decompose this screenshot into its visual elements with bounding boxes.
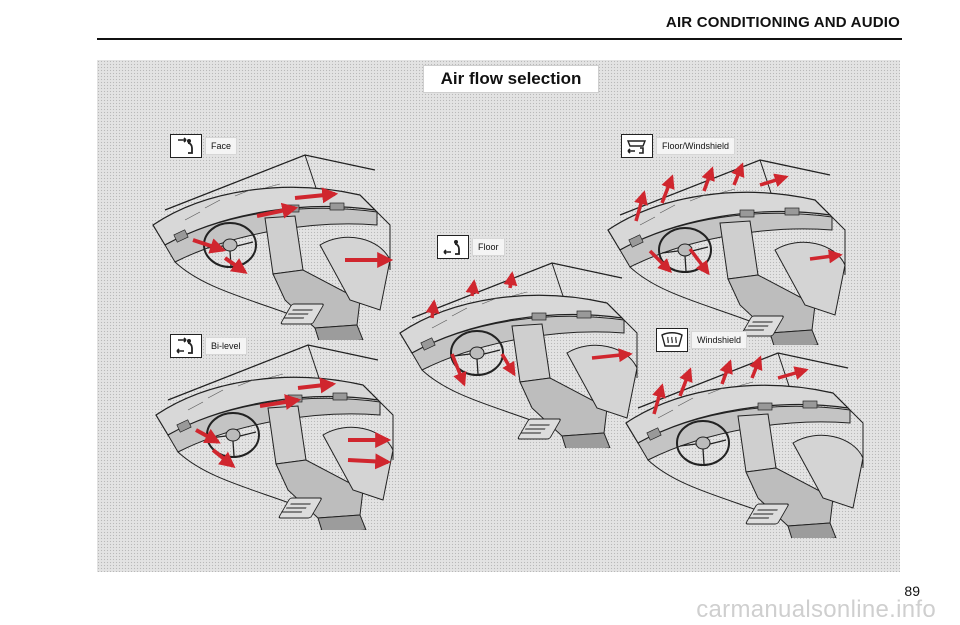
control-vent-windshield	[743, 498, 793, 538]
mode-text-floor: Floor	[472, 238, 505, 256]
floor-windshield-mode-icon	[621, 134, 653, 158]
watermark: carmanualsonline.info	[696, 596, 936, 623]
mode-label-bilevel: Bi-level	[170, 334, 247, 358]
mode-label-floor-windshield: Floor/Windshield	[621, 134, 736, 158]
mode-text-bilevel: Bi-level	[205, 337, 247, 355]
dashboard-illustration-bilevel	[148, 340, 408, 530]
figure-title: Air flow selection	[423, 65, 599, 93]
section-title: AIR CONDITIONING AND AUDIO	[665, 14, 900, 31]
mode-label-face: Face	[170, 134, 238, 158]
bilevel-mode-icon	[170, 334, 202, 358]
mode-text-windshield: Windshield	[691, 331, 748, 349]
control-vent-face	[278, 298, 328, 338]
face-mode-icon	[170, 134, 202, 158]
floor-mode-icon	[437, 235, 469, 259]
mode-text-floor-windshield: Floor/Windshield	[656, 137, 736, 155]
windshield-defrost-icon	[656, 328, 688, 352]
mode-label-windshield: Windshield	[656, 328, 748, 352]
dashboard-illustration-face	[145, 150, 405, 340]
control-vent-floor	[515, 413, 565, 453]
page-number: 89	[904, 583, 920, 599]
mode-label-floor: Floor	[437, 235, 505, 259]
dashboard-illustration-windshield	[618, 348, 878, 538]
header-divider	[97, 38, 902, 40]
dashboard-illustration-floor-windshield	[600, 155, 860, 345]
dashboard-illustration-floor	[392, 258, 652, 448]
control-vent-bilevel	[276, 492, 326, 532]
mode-text-face: Face	[205, 137, 238, 155]
